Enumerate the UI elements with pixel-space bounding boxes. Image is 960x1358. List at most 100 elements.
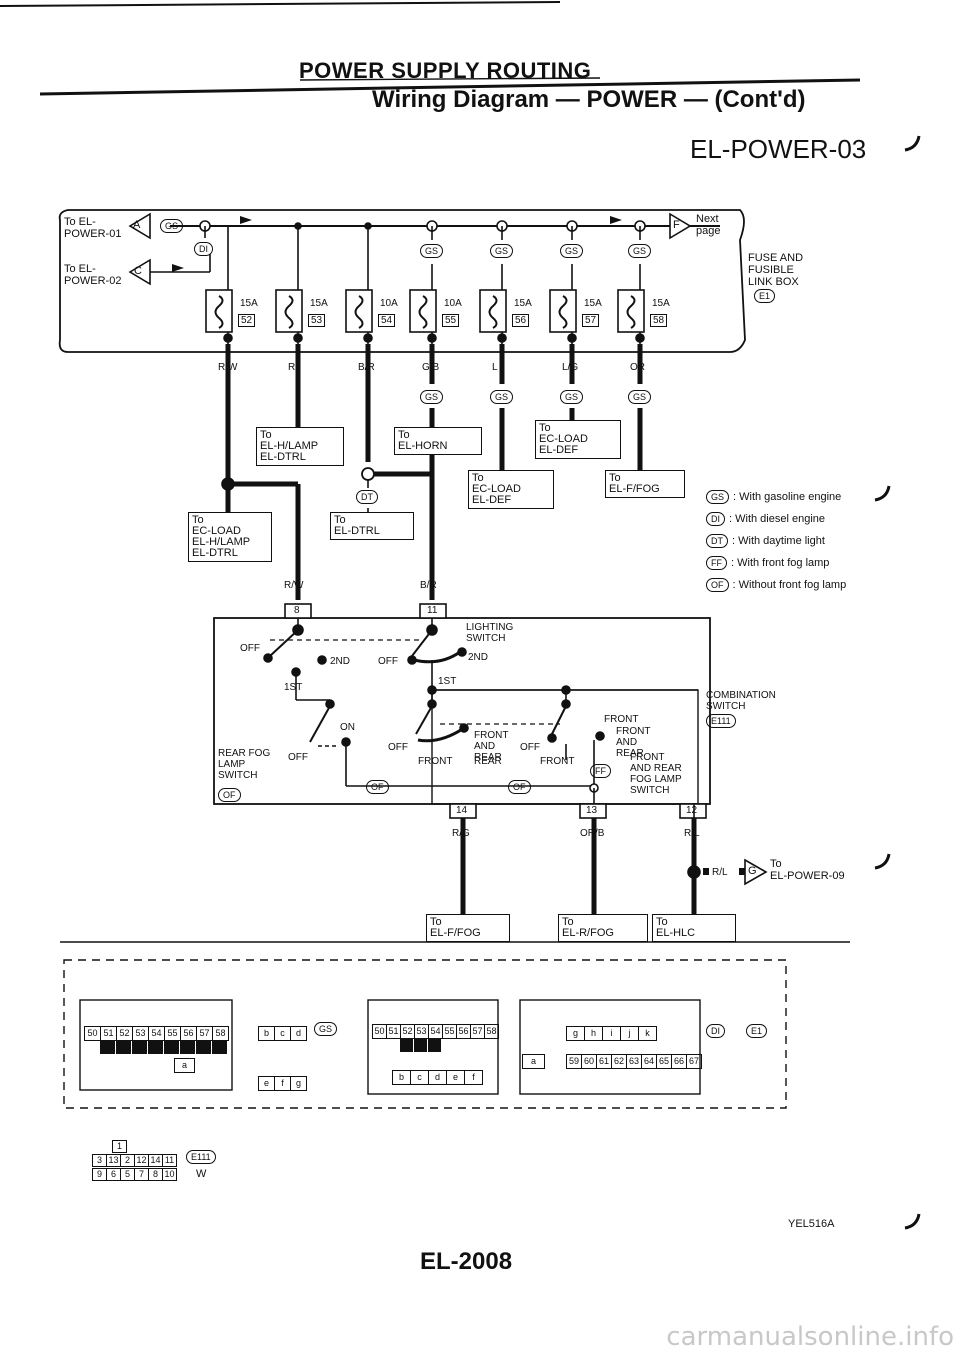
arrow-tag-a: A xyxy=(133,219,141,231)
legend-row: FF : With front fog lamp xyxy=(706,556,829,570)
connector-pin: a xyxy=(174,1058,195,1073)
legend-tag: OF xyxy=(706,578,729,592)
connector-pin: e xyxy=(258,1076,275,1091)
connector-pin: 55 xyxy=(164,1026,181,1041)
fuse-number-53: 53 xyxy=(308,314,326,327)
fr2-and-rear: FRONT AND REAR xyxy=(616,726,651,759)
connector-pin: 67 xyxy=(686,1054,702,1069)
connector-pin: 53 xyxy=(414,1024,429,1039)
wire-color-0: R/W xyxy=(218,362,238,373)
e111-pin: 7 xyxy=(134,1168,149,1181)
connector-terminal-filled xyxy=(414,1038,427,1052)
dest-hlc: To EL-HLC xyxy=(652,914,736,942)
legend-row: OF: Without front fog lamp xyxy=(706,578,846,592)
connector-pin: 57 xyxy=(470,1024,485,1039)
legend-tag: FF xyxy=(706,556,727,570)
connector-pin: 54 xyxy=(428,1024,443,1039)
dest-ffog-top: To EL-F/FOG xyxy=(605,470,685,498)
fuse-element xyxy=(214,295,224,329)
tag-e111-connector: E111 xyxy=(186,1150,216,1164)
wire-color-1: R xyxy=(288,362,296,373)
e111-pin: 2 xyxy=(120,1154,135,1167)
fuse-element xyxy=(354,295,364,329)
connector-pin: g xyxy=(290,1076,307,1091)
legend-row: DT: With daytime light xyxy=(706,534,825,548)
fuse-amp-58: 15A xyxy=(652,298,670,309)
legend-text: : Without front fog lamp xyxy=(732,579,847,591)
arrow-tag-g: G xyxy=(748,865,757,877)
connector-pin: i xyxy=(602,1026,621,1041)
ls-off-1: OFF xyxy=(240,643,260,654)
dest-ecload-def-right: To EC-LOAD EL-DEF xyxy=(535,420,621,459)
watermark: carmanualsonline.info xyxy=(666,1322,954,1352)
dest-ecload-hlamp-dtrl: To EC-LOAD EL-H/LAMP EL-DTRL xyxy=(188,512,272,562)
tag-gs-wire-or: GS xyxy=(628,390,652,404)
dest-hlamp-dtrl: To EL-H/LAMP EL-DTRL xyxy=(256,427,344,466)
connector-pin: b xyxy=(392,1070,411,1085)
connector-pin: 53 xyxy=(132,1026,149,1041)
rf-on: ON xyxy=(340,722,355,733)
switch-pin-bottom-14: 14 xyxy=(456,805,468,816)
e111-pin: 12 xyxy=(134,1154,149,1167)
connector-terminal-filled xyxy=(132,1040,147,1054)
tag-gs-fuse-55: GS xyxy=(490,244,514,258)
connector-pin: f xyxy=(464,1070,483,1085)
e111-pin: 1 xyxy=(112,1140,127,1153)
switch-pin-top-1: 8 xyxy=(294,605,300,616)
arrow-tag-f: F xyxy=(673,219,680,231)
connector-pin: 50 xyxy=(372,1024,387,1039)
connector-pin: f xyxy=(274,1076,291,1091)
fr2-front: FRONT xyxy=(540,756,575,767)
ls-2nd-1: 2ND xyxy=(330,656,351,667)
wire-color-2: B/R xyxy=(358,362,375,373)
connector-pin: 58 xyxy=(484,1024,499,1039)
fuse-amp-53: 15A xyxy=(310,298,328,309)
legend-text: : With gasoline engine xyxy=(733,491,842,503)
e111-pin: 11 xyxy=(162,1154,177,1167)
wire-label-rl: R/L xyxy=(684,828,700,839)
connector-terminal-filled xyxy=(196,1040,211,1054)
page-number: EL-2008 xyxy=(420,1248,513,1275)
connector-pin: 61 xyxy=(596,1054,612,1069)
legend-text: : With front fog lamp xyxy=(731,557,830,569)
fuse-number-57: 57 xyxy=(582,314,600,327)
connector-terminal-filled xyxy=(212,1040,227,1054)
fuse-number-55: 55 xyxy=(442,314,460,327)
legend-tag: DI xyxy=(706,512,725,526)
connector-pin: 56 xyxy=(456,1024,471,1039)
connector-pin: 63 xyxy=(626,1054,642,1069)
e111-pin: 13 xyxy=(106,1154,121,1167)
wire-color-3: G/B xyxy=(422,362,440,373)
tag-gs-fuse-57: GS xyxy=(628,244,652,258)
legend-row: DI: With diesel engine xyxy=(706,512,825,526)
fuse-element xyxy=(418,295,428,329)
connector-terminal-filled xyxy=(148,1040,163,1054)
e111-pin: 3 xyxy=(92,1154,107,1167)
connector-terminal-filled xyxy=(400,1038,413,1052)
page-id: EL-POWER-03 xyxy=(690,134,867,164)
connector-pin: 50 xyxy=(84,1026,101,1041)
tag-dt-splice: DT xyxy=(356,490,378,504)
from-power02-label: To EL- POWER-02 xyxy=(64,263,122,287)
connector-pin: d xyxy=(428,1070,447,1085)
tag-gs-connector: GS xyxy=(314,1022,338,1036)
connector-pin: d xyxy=(290,1026,307,1041)
next-page-label: Next page xyxy=(696,213,721,237)
combination-switch-label: COMBINATION SWITCH xyxy=(706,690,776,712)
ls-1st-2: 1ST xyxy=(438,676,457,687)
switch-pin-bottom-12: 12 xyxy=(686,805,698,816)
connector-pin: 56 xyxy=(180,1026,197,1041)
from-power01-label: To EL- POWER-01 xyxy=(64,216,122,240)
legend-tag: DT xyxy=(706,534,728,548)
connector-terminal-filled xyxy=(100,1040,115,1054)
connector-pin: 57 xyxy=(196,1026,213,1041)
connector-terminal-filled xyxy=(180,1040,195,1054)
lighting-switch-label: LIGHTING SWITCH xyxy=(466,622,514,644)
arrow-tag-c: C xyxy=(134,265,142,277)
dest-power09: To EL-POWER-09 xyxy=(770,858,845,882)
wire-color-5: L/G xyxy=(562,362,579,373)
connector-pin: h xyxy=(584,1026,603,1041)
tag-gs-wire-lg: GS xyxy=(560,390,584,404)
tag-e1-connector: E1 xyxy=(746,1024,768,1038)
fuse-element xyxy=(284,295,294,329)
